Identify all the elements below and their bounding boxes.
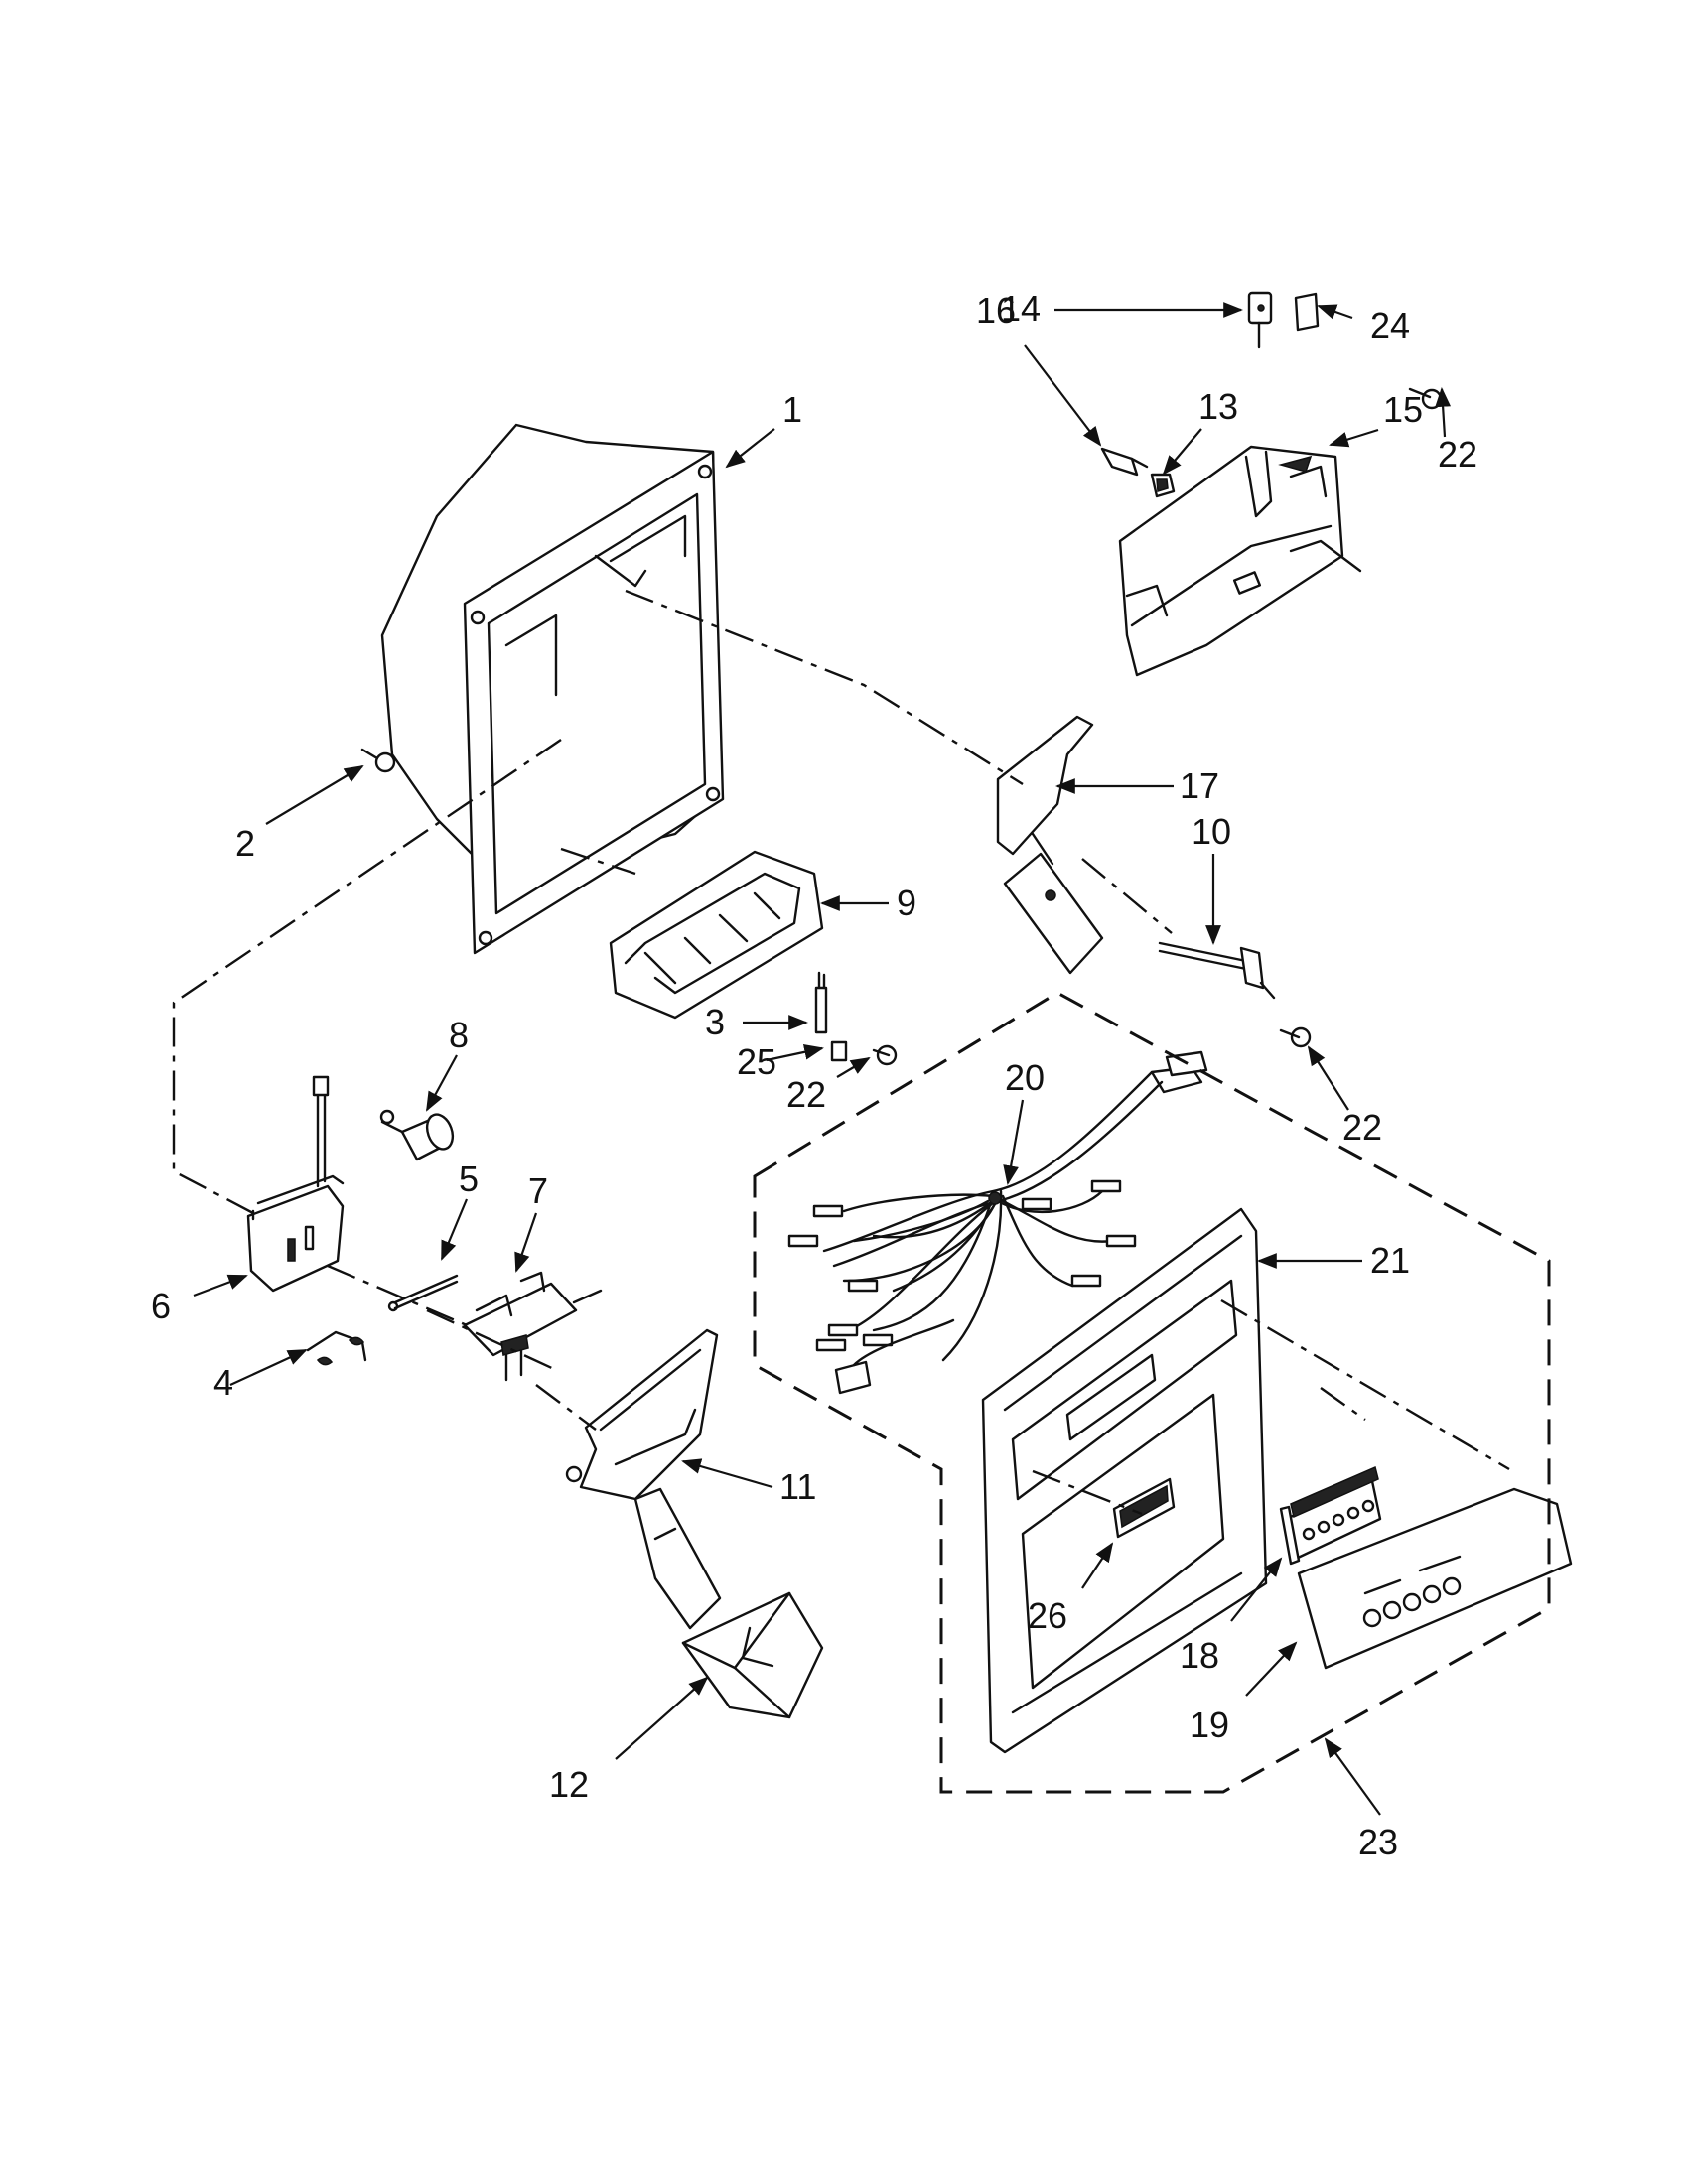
callout-7: 7 [528, 1170, 548, 1211]
callout-2: 2 [235, 823, 255, 864]
screw-part-22c [1279, 1026, 1312, 1048]
lamp-part-16 [1100, 447, 1149, 477]
socket-part-13 [1150, 473, 1176, 498]
callout-24: 24 [1370, 305, 1410, 345]
funnel-part-12 [681, 1591, 824, 1719]
callout-9: 9 [897, 883, 916, 923]
pin-part-5 [387, 1274, 459, 1312]
callout-17: 17 [1180, 765, 1219, 806]
callout-11: 11 [779, 1466, 816, 1507]
callout-6: 6 [151, 1286, 171, 1326]
screw-part-2 [360, 748, 396, 773]
kit-outline-23 [753, 991, 1551, 1794]
callout-1: 1 [782, 389, 802, 430]
callout-5: 5 [459, 1159, 479, 1199]
callout-20: 20 [1005, 1057, 1045, 1098]
callout-14: 14 [1001, 288, 1041, 329]
callout-21: 21 [1370, 1240, 1410, 1281]
callout-12: 12 [549, 1764, 589, 1805]
switch-part-14 [1247, 291, 1273, 349]
control-module-part-6 [246, 1075, 345, 1293]
callout-22-right: 22 [1342, 1107, 1382, 1148]
solenoid-part-8 [379, 1109, 455, 1161]
switch-bracket-part [814, 971, 898, 1066]
callout-3: 3 [705, 1002, 725, 1042]
callout-labels: 1 2 3 4 5 6 7 8 9 10 11 12 13 14 15 16 1… [151, 288, 1477, 1862]
arm-part-17 [996, 715, 1104, 975]
chute-part [609, 850, 824, 1020]
callout-18: 18 [1180, 1635, 1219, 1676]
leader-arrows [193, 302, 1452, 1816]
callout-8: 8 [449, 1015, 469, 1055]
callout-13: 13 [1198, 386, 1238, 427]
callout-4: 4 [213, 1362, 233, 1403]
spring-part-4 [306, 1330, 367, 1366]
callout-19: 19 [1190, 1705, 1229, 1745]
housing-part [380, 423, 725, 955]
control-board-part-18 [1279, 1465, 1382, 1566]
lever-housing-part [1118, 445, 1362, 677]
callout-23: 23 [1358, 1822, 1398, 1862]
callout-26: 26 [1028, 1595, 1067, 1636]
callout-10: 10 [1192, 811, 1231, 852]
front-panel-part-21 [981, 1207, 1268, 1754]
callout-25: 25 [737, 1041, 776, 1082]
callout-15: 15 [1383, 389, 1423, 430]
ice-door-part-11 [565, 1328, 722, 1630]
callout-22-mid: 22 [786, 1074, 826, 1115]
callout-22-top: 22 [1438, 434, 1477, 475]
bracket-part-7 [463, 1271, 603, 1382]
insulator-part-24 [1294, 292, 1320, 332]
assembly-lines [172, 589, 1510, 1516]
rod-part-10 [1158, 941, 1276, 1000]
callout-16: 16 [976, 290, 1016, 331]
overlay-part-19 [1297, 1487, 1573, 1670]
